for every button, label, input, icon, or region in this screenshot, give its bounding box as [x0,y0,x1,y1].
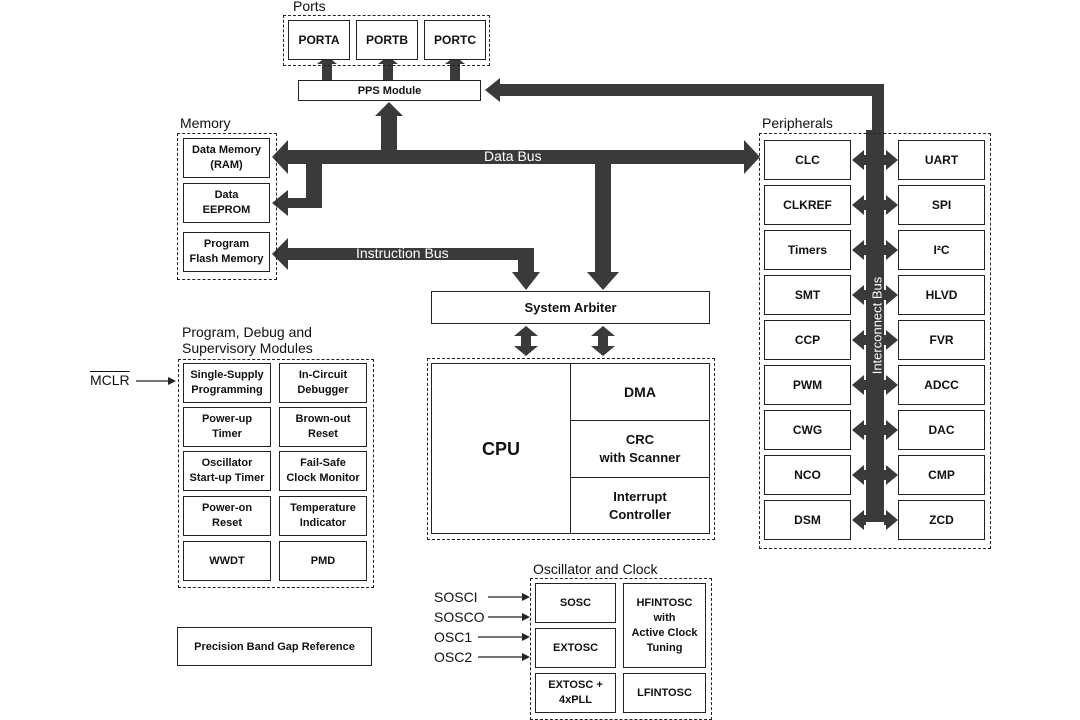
memory-group [177,133,277,280]
power-on-reset-block: Power-on Reset [183,496,271,536]
sosc-block: SOSC [535,583,616,623]
peripheral-hlvd: HLVD [898,275,985,315]
ports-group [283,15,490,66]
instruction-bus-label: Instruction Bus [356,245,449,261]
pps-portb-arrow [378,56,398,80]
peripheral-uart: UART [898,140,985,180]
peripheral-fvr: FVR [898,320,985,360]
system-arbiter-block: System Arbiter [431,291,710,324]
wwdt-block: WWDT [183,541,271,581]
peripheral-clc: CLC [764,140,851,180]
interconnect-pps-arrow [485,78,884,130]
peripheral-cmp: CMP [898,455,985,495]
peripheral-clkref: CLKREF [764,185,851,225]
peripheral-dsm: DSM [764,500,851,540]
crc-scanner-block: CRC with Scanner [570,420,710,478]
data-bus [272,140,760,174]
fail-safe-clock-monitor-block: Fail-Safe Clock Monitor [279,451,367,491]
program-flash-memory-block: Program Flash Memory [183,232,270,272]
data-eeprom-block: Data EEPROM [183,183,270,223]
pps-porta-arrow [317,56,337,80]
arbiter-cpu-arrow-2 [591,326,615,356]
interconnect-bus [866,130,884,522]
power-up-timer-block: Power-up Timer [183,407,271,447]
mclr-signal-label: MCLR [90,372,130,388]
databus-arbiter-arrow [587,164,619,290]
data-memory-ram-block: Data Memory (RAM) [183,138,270,178]
porta-block: PORTA [288,20,350,60]
core-group [427,358,715,540]
databus-pps-arrow [375,102,403,150]
osc2-signal-label: OSC2 [434,649,473,665]
peripheral-taps [852,150,898,530]
ports-title: Ports [293,0,326,14]
peripheral-timers: Timers [764,230,851,270]
lfintosc-block: LFINTOSC [623,673,706,713]
supervisory-title: Program, Debug and Supervisory Modules [182,324,313,356]
instruction-bus [272,238,540,290]
extosc-pll-block: EXTOSC + 4xPLL [535,673,616,713]
peripheral-pwm: PWM [764,365,851,405]
osc1-signal-label: OSC1 [434,629,473,645]
data-bus-label: Data Bus [484,148,542,164]
arbiter-cpu-arrow-1 [514,326,538,356]
precision-band-gap-reference-block: Precision Band Gap Reference [177,627,372,666]
portb-block: PORTB [356,20,418,60]
peripheral-zcd: ZCD [898,500,985,540]
peripheral-cwg: CWG [764,410,851,450]
sosci-signal-label: SOSCI [434,589,478,605]
memory-title: Memory [180,115,231,131]
sosco-signal-label: SOSCO [434,609,485,625]
supervisory-group [178,359,374,588]
peripheral-nco: NCO [764,455,851,495]
peripheral-i2c: I²C [898,230,985,270]
peripheral-dac: DAC [898,410,985,450]
portc-block: PORTC [424,20,486,60]
peripheral-smt: SMT [764,275,851,315]
extosc-block: EXTOSC [535,628,616,668]
oscillator-title: Oscillator and Clock [533,561,658,577]
in-circuit-debugger-block: In-Circuit Debugger [279,363,367,403]
brown-out-reset-block: Brown-out Reset [279,407,367,447]
peripheral-spi: SPI [898,185,985,225]
single-supply-programming-block: Single-Supply Programming [183,363,271,403]
oscillator-start-up-timer-block: Oscillator Start-up Timer [183,451,271,491]
peripheral-ccp: CCP [764,320,851,360]
peripheral-adcc: ADCC [898,365,985,405]
interrupt-controller-block: Interrupt Controller [570,477,710,534]
pps-portc-arrow [445,56,465,80]
cpu-block: CPU [431,363,571,534]
peripherals-title: Peripherals [762,115,833,131]
dma-block: DMA [570,363,710,421]
databus-eeprom-link [272,164,322,216]
temperature-indicator-block: Temperature Indicator [279,496,367,536]
peripherals-group [759,133,991,549]
hfintosc-block: HFINTOSC with Active Clock Tuning [623,583,706,668]
pmd-block: PMD [279,541,367,581]
pps-module-block: PPS Module [298,80,481,101]
